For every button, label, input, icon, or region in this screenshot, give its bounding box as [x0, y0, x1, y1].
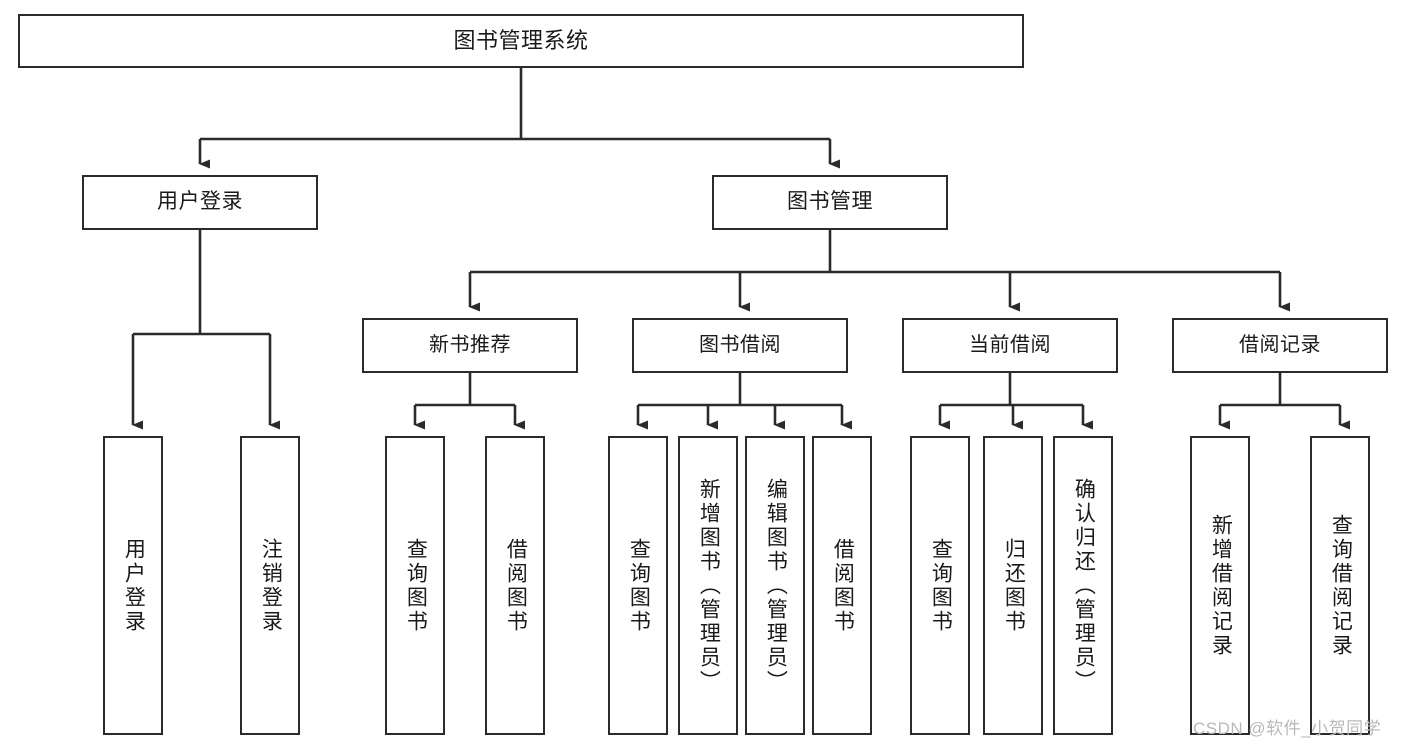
node-label: 查询图书	[404, 537, 428, 634]
edge-newbook-to-leaves	[413, 373, 525, 430]
node-label: 用户登录	[157, 190, 243, 214]
edge-root-to-level1	[198, 68, 840, 169]
node-label: 查询借阅记录	[1329, 513, 1353, 658]
node-label: 查询图书	[929, 537, 953, 634]
node-current-borrow[interactable]: 当前借阅	[902, 318, 1118, 373]
leaf-add-book[interactable]: 新增图书（管理员）	[678, 436, 738, 735]
leaf-add-record[interactable]: 新增借阅记录	[1190, 436, 1250, 735]
node-label: 新增借阅记录	[1209, 513, 1233, 658]
node-label: 图书管理系统	[453, 28, 589, 54]
leaf-borrow-book-1[interactable]: 借阅图书	[485, 436, 545, 735]
leaf-user-login[interactable]: 用户登录	[103, 436, 163, 735]
node-label: 借阅图书	[831, 537, 855, 634]
leaf-query-book-2[interactable]: 查询图书	[608, 436, 668, 735]
leaf-query-book-3[interactable]: 查询图书	[910, 436, 970, 735]
node-borrow-record[interactable]: 借阅记录	[1172, 318, 1388, 373]
watermark-text: CSDN @软件_小贺同学	[1193, 719, 1382, 738]
leaf-query-book-1[interactable]: 查询图书	[385, 436, 445, 735]
node-label: 用户登录	[122, 537, 146, 634]
edge-currentborrow-to-leaves	[938, 373, 1093, 430]
node-label: 图书管理	[787, 190, 873, 214]
leaf-logout[interactable]: 注销登录	[240, 436, 300, 735]
leaf-borrow-book-2[interactable]: 借阅图书	[812, 436, 872, 735]
node-label: 注销登录	[259, 537, 283, 634]
edge-userlogin-to-leaves	[131, 230, 280, 430]
node-label: 借阅图书	[504, 537, 528, 634]
leaf-query-record[interactable]: 查询借阅记录	[1310, 436, 1370, 735]
edge-bookborrow-to-leaves	[636, 373, 852, 430]
node-label: 确认归还（管理员）	[1072, 477, 1096, 694]
node-label: 新增图书（管理员）	[697, 477, 721, 694]
leaf-confirm-return[interactable]: 确认归还（管理员）	[1053, 436, 1113, 735]
edge-bookmanage-to-level2	[468, 230, 1290, 312]
node-label: 新书推荐	[429, 334, 511, 356]
node-user-login[interactable]: 用户登录	[82, 175, 318, 230]
node-root-system[interactable]: 图书管理系统	[18, 14, 1024, 68]
node-book-borrow[interactable]: 图书借阅	[632, 318, 848, 373]
node-label: 图书借阅	[699, 334, 781, 356]
node-label: 借阅记录	[1239, 334, 1321, 356]
node-new-book-recommend[interactable]: 新书推荐	[362, 318, 578, 373]
node-label: 归还图书	[1002, 537, 1026, 634]
edge-borrowrecord-to-leaves	[1218, 373, 1350, 430]
leaf-edit-book[interactable]: 编辑图书（管理员）	[745, 436, 805, 735]
leaf-return-book[interactable]: 归还图书	[983, 436, 1043, 735]
node-label: 当前借阅	[969, 334, 1051, 356]
node-label: 编辑图书（管理员）	[764, 477, 788, 694]
node-label: 查询图书	[627, 537, 651, 634]
node-book-manage[interactable]: 图书管理	[712, 175, 948, 230]
